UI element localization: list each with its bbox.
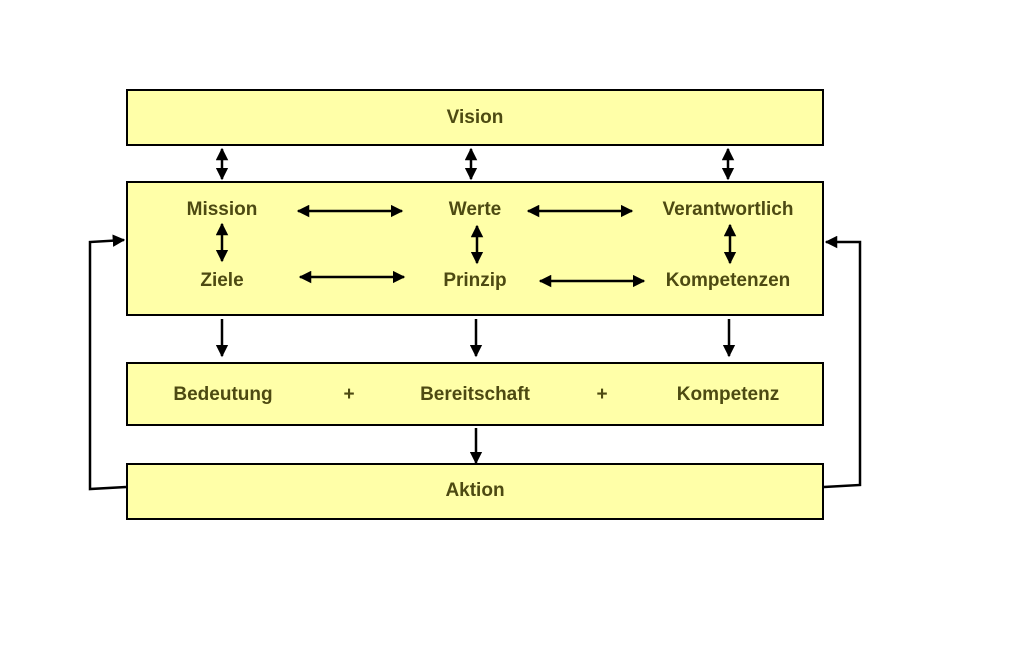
- verantwortlich-label: Verantwortlich: [662, 199, 794, 220]
- vision-label: Vision: [446, 107, 504, 128]
- bedeutung-label: Bedeutung: [173, 384, 273, 405]
- mission-label: Mission: [186, 199, 258, 220]
- werte-label: Werte: [448, 199, 502, 220]
- ziele-label: Ziele: [200, 270, 244, 291]
- drivers-box: [126, 362, 824, 426]
- kompetenzen-label: Kompetenzen: [665, 270, 791, 291]
- kompetenz-label: Kompetenz: [676, 384, 780, 405]
- bereitschaft-label: Bereitschaft: [420, 384, 530, 405]
- aktion-label: Aktion: [445, 480, 505, 501]
- prinzip-label: Prinzip: [443, 270, 507, 291]
- feedback-loop-left: [88, 234, 127, 491]
- feedback-loop-right: [823, 235, 862, 489]
- vision-box: [126, 89, 824, 146]
- plus-sign-right: +: [596, 384, 608, 405]
- plus-sign-left: +: [343, 384, 355, 405]
